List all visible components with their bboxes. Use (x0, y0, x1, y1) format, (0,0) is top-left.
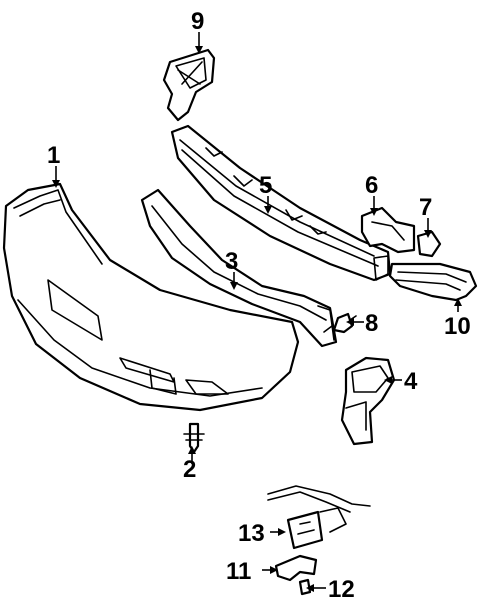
callout-3: 3 (225, 248, 238, 275)
callout-2: 2 (183, 456, 196, 483)
part-10-insert (388, 262, 478, 302)
part-4-side-bracket (340, 356, 396, 446)
part-9-bracket (162, 48, 216, 122)
callout-13: 13 (238, 520, 265, 547)
callout-11: 11 (226, 558, 251, 585)
callout-9: 9 (191, 8, 204, 35)
callout-10: 10 (444, 313, 471, 340)
part-13-lower-assembly (267, 485, 371, 550)
part-11-clip (274, 554, 318, 582)
part-8-bolt (323, 312, 357, 334)
part-6-bracket (360, 206, 416, 254)
callout-5: 5 (259, 172, 272, 199)
part-2-pushpin (183, 422, 205, 454)
callout-labels: 1 2 3 4 5 6 7 8 9 10 11 12 13 (47, 8, 471, 603)
callout-6: 6 (365, 172, 378, 199)
callout-8: 8 (365, 310, 378, 337)
leader-lines (52, 32, 462, 592)
part-12-screw (298, 578, 312, 596)
callout-12: 12 (328, 576, 355, 603)
callout-1: 1 (47, 142, 60, 169)
callout-4: 4 (404, 368, 418, 395)
callout-7: 7 (419, 194, 432, 221)
part-1-bumper-cover (2, 182, 300, 412)
